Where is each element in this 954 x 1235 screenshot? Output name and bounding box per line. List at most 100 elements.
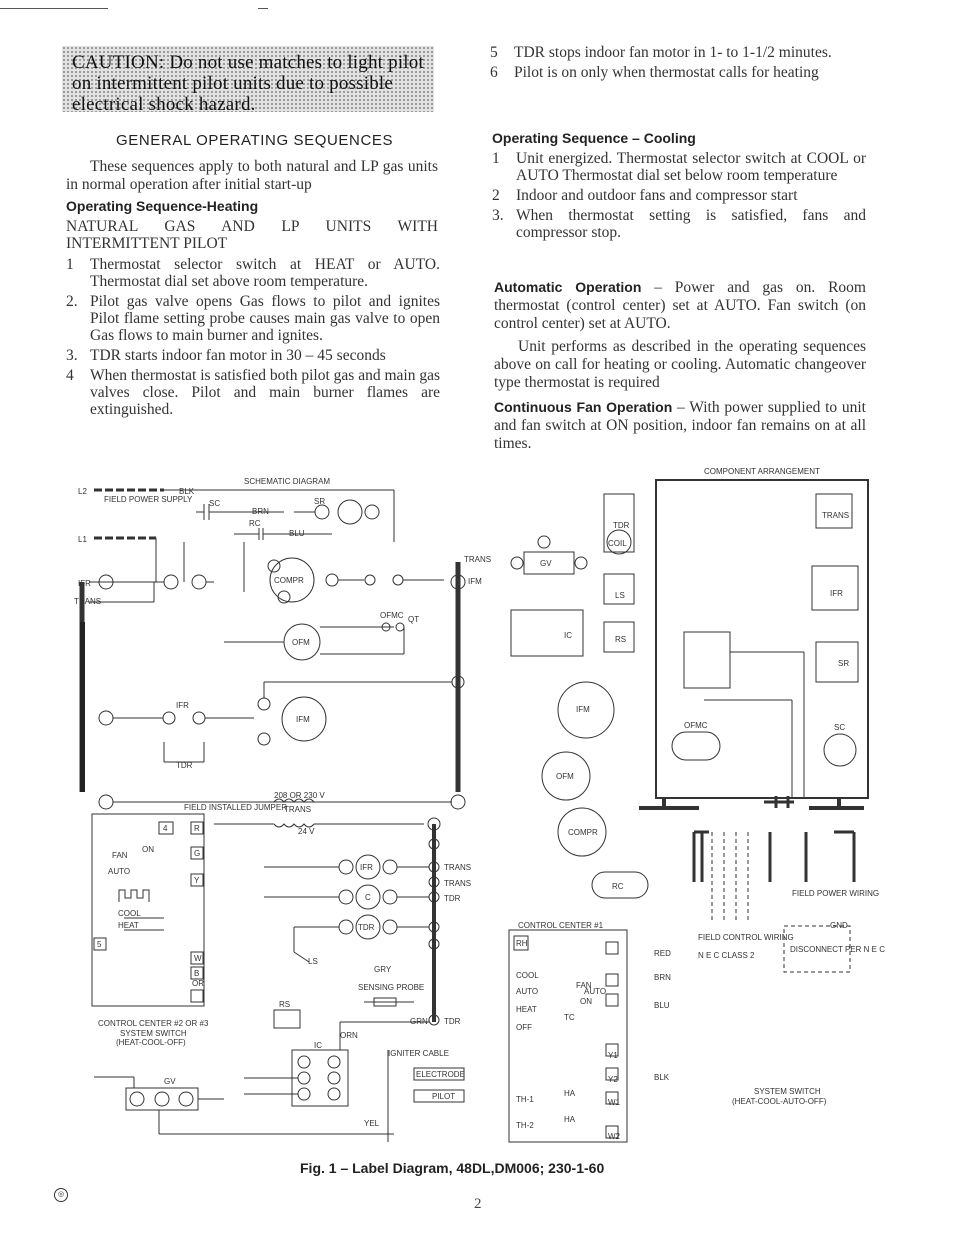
term-5-label: 5 — [97, 940, 102, 949]
term-w2-label: W2 — [608, 1132, 621, 1141]
system-switch-label: SYSTEM SWITCH — [120, 1029, 187, 1038]
trans-box-label: TRANS — [822, 511, 849, 520]
nec-label: N E C CLASS 2 — [698, 951, 755, 960]
electrode-label: ELECTRODE — [416, 1070, 465, 1079]
term-4-label: 4 — [163, 824, 168, 833]
heating-step: 3.TDR starts indoor fan motor in 30 – 45… — [66, 347, 386, 364]
ifr-label-2: IFR — [176, 701, 189, 710]
l1-label: L1 — [78, 535, 87, 544]
label-diagram: SCHEMATIC DIAGRAM COMPONENT ARRANGEMENT … — [64, 462, 894, 1152]
top-rule-dash — [258, 8, 268, 9]
ha-label: HA — [564, 1089, 576, 1098]
wiring-diagram-svg: SCHEMATIC DIAGRAM COMPONENT ARRANGEMENT … — [74, 467, 885, 1143]
tc-label: TC — [564, 1013, 575, 1022]
system-switch-modes: (HEAT-COOL-OFF) — [116, 1038, 186, 1047]
brn-wire-label: BRN — [654, 973, 671, 982]
trans-label: TRANS — [74, 597, 101, 606]
gry-label: GRY — [374, 965, 392, 974]
brn-label: BRN — [252, 507, 269, 516]
rh-label: RH — [516, 939, 528, 948]
sc-label: SC — [209, 499, 220, 508]
term-w1-label: W1 — [608, 1098, 621, 1107]
cool-label: COOL — [118, 909, 141, 918]
fan-label-cc1: FAN — [576, 981, 592, 990]
rs-label: RS — [279, 1000, 290, 1009]
cooling-step: 3.When thermostat setting is satisfied, … — [492, 207, 866, 241]
rc-cap-label: RC — [612, 882, 624, 891]
heating-subheading: NATURAL GAS AND LP UNITS WITH INTERMITTE… — [66, 218, 438, 252]
auto-label: AUTO — [108, 867, 130, 876]
compr-label: COMPR — [274, 576, 304, 585]
ofmc-label: OFMC — [380, 611, 404, 620]
coil-box-label: COIL — [608, 539, 627, 548]
publisher-logo-icon: ◎ — [54, 1188, 68, 1202]
cc1-label: CONTROL CENTER #1 — [518, 921, 604, 930]
l2-label: L2 — [78, 487, 87, 496]
automatic-text: – Power and gas on. Room thermostat (con… — [494, 279, 866, 332]
blu-wire-label: BLU — [654, 1001, 670, 1010]
disconnect-label: DISCONNECT PER N E C — [790, 945, 885, 954]
ic-box-label: IC — [564, 631, 572, 640]
heat-label: HEAT — [118, 921, 139, 930]
caution-box: CAUTION: Do not use matches to light pil… — [62, 46, 434, 115]
top-rule — [0, 8, 108, 9]
ifm-label-right: IFM — [468, 577, 482, 586]
ha-label-2: HA — [564, 1115, 576, 1124]
ls-label: LS — [308, 957, 318, 966]
continuous-heading: Continuous Fan Operation — [494, 399, 673, 415]
schematic-title: SCHEMATIC DIAGRAM — [244, 477, 330, 486]
trans-term-label: TRANS — [444, 863, 471, 872]
term-w-label: W — [194, 954, 202, 963]
term-y2-label: Y2 — [608, 1075, 618, 1084]
field-power-wiring-label: FIELD POWER WIRING — [792, 889, 879, 898]
automatic-text-2: Unit performs as described in the operat… — [494, 338, 866, 391]
blk-label: BLK — [179, 487, 195, 496]
term-or-label: OR — [192, 979, 204, 988]
term-b-label: B — [194, 969, 199, 978]
continuous-text: – With power supplied to unit and fan sw… — [494, 399, 866, 452]
general-intro: These sequences apply to both natural an… — [66, 158, 438, 193]
grn-label: GRN — [410, 1017, 428, 1026]
term-g-label: G — [194, 849, 200, 858]
tdr-term-label-2: TDR — [444, 1017, 461, 1026]
rs-box-label: RS — [615, 635, 626, 644]
tdr-label: TDR — [176, 761, 193, 770]
page-number: 2 — [474, 1196, 482, 1212]
sr-box-label: SR — [838, 659, 849, 668]
red-wire-label: RED — [654, 949, 671, 958]
tdr-term-label: TDR — [444, 894, 461, 903]
cc2-label: CONTROL CENTER #2 OR #3 — [98, 1019, 209, 1028]
blu-label: BLU — [289, 529, 305, 538]
figure-caption: Fig. 1 – Label Diagram, 48DL,DM006; 230-… — [300, 1160, 605, 1176]
c-coil-label: C — [365, 893, 371, 902]
term-y-label: Y — [194, 876, 200, 885]
yel-label: YEL — [364, 1119, 380, 1128]
auto-label-cc1-fan: AUTO — [584, 987, 606, 996]
ofm-label: OFM — [292, 638, 310, 647]
field-control-label: FIELD CONTROL WIRING — [698, 933, 794, 942]
heating-step: 2.Pilot gas valve opens Gas flows to pil… — [66, 293, 440, 344]
field-power-label: FIELD POWER SUPPLY — [104, 495, 193, 504]
term-y1-label: Y1 — [608, 1051, 618, 1060]
fan-label: FAN — [112, 851, 128, 860]
automatic-heading: Automatic Operation — [494, 279, 642, 295]
th1-label: TH-1 — [516, 1095, 534, 1104]
on-label: ON — [142, 845, 154, 854]
ifr-label: IFR — [78, 579, 91, 588]
off-label-cc1: OFF — [516, 1023, 532, 1032]
compr-circle-label: COMPR — [568, 828, 598, 837]
auto-label-cc1: AUTO — [516, 987, 538, 996]
ls-box-label: LS — [615, 591, 625, 600]
blk-wire-label: BLK — [654, 1073, 670, 1082]
cool-label-cc1: COOL — [516, 971, 539, 980]
orn-label: ORN — [340, 1031, 358, 1040]
sensing-probe-label: SENSING PROBE — [358, 983, 424, 992]
tdr-box-label: TDR — [613, 521, 630, 530]
